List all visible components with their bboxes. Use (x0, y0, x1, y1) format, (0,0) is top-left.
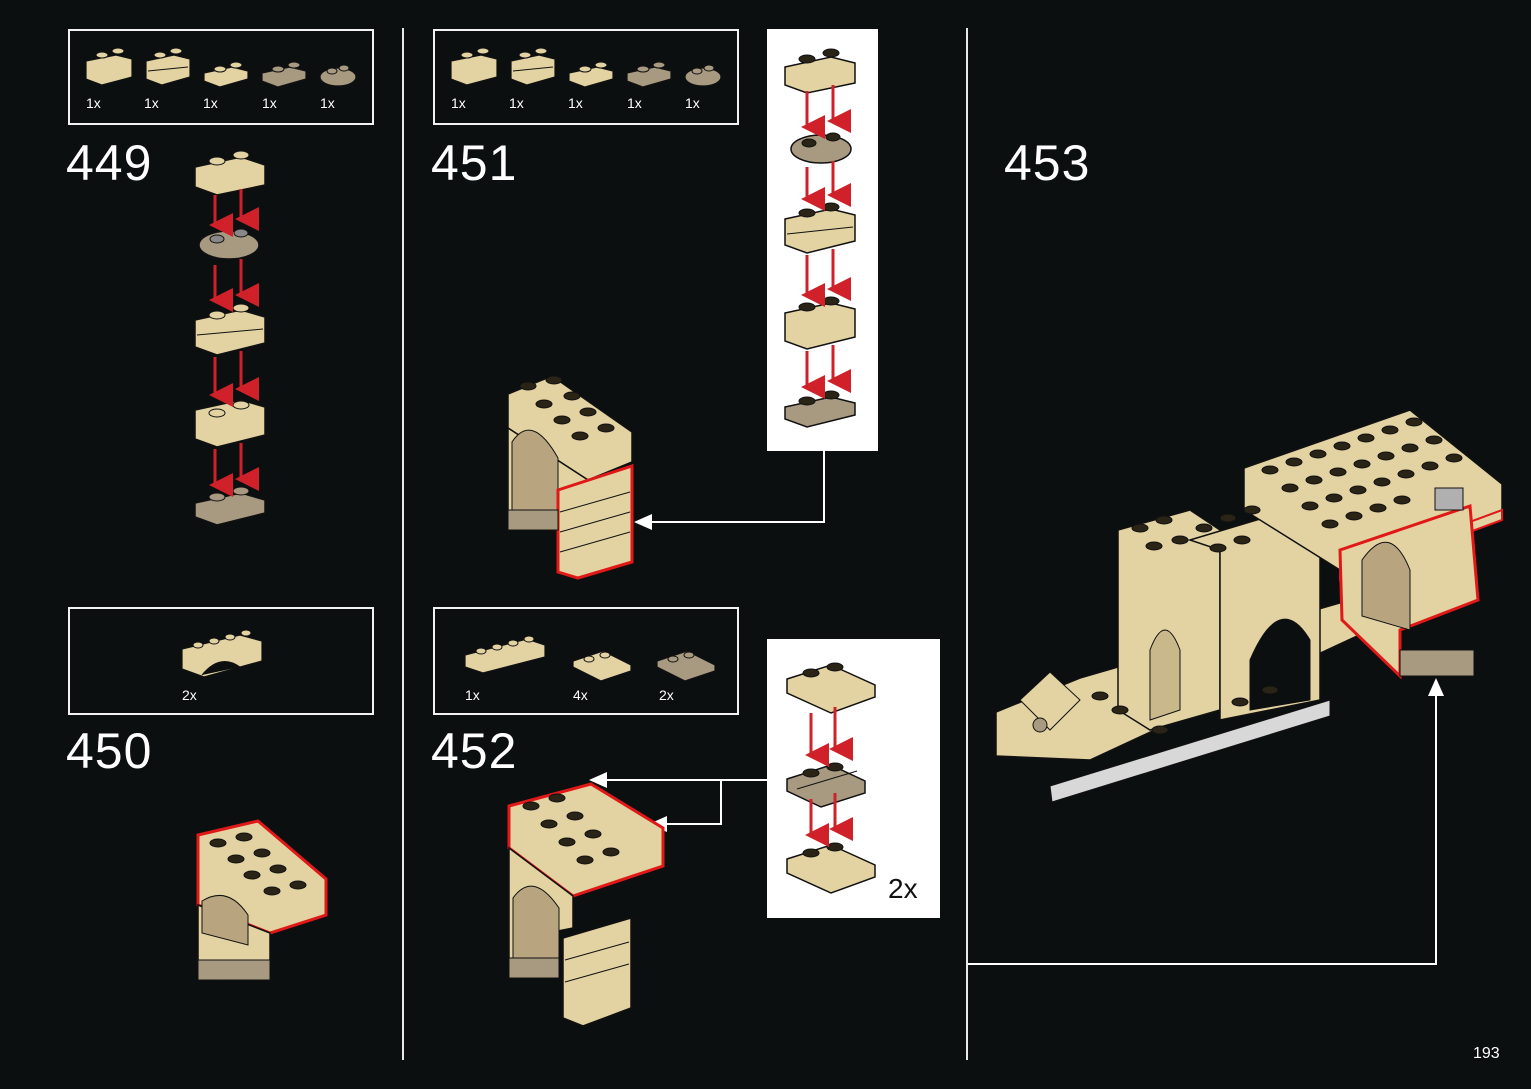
assembly-452 (507, 782, 665, 1027)
exploded-assembly-449 (194, 150, 266, 526)
tan-brick-1x2-icon (85, 47, 133, 86)
dark-tan-plate-round-1x2-icon (684, 64, 722, 87)
dark-tan-plate-round-1x2-icon (319, 64, 357, 87)
subassembly-451 (784, 48, 856, 428)
part-qty: 2x (659, 687, 674, 703)
tan-plate-1x4-icon (464, 635, 546, 674)
part-qty: 1x (86, 95, 101, 111)
tan-brick-1x2-with-groove-icon (145, 47, 191, 86)
dark-tan-plate-1x2-icon (261, 61, 307, 88)
step-number: 449 (66, 135, 153, 191)
subassembly-panel-452: 2x (767, 639, 940, 918)
parts-callout-449: 1x 1x 1x 1x 1x (68, 29, 374, 125)
part-qty: 1x (320, 95, 335, 111)
step-number: 452 (431, 723, 518, 779)
parts-callout-452: 1x 4x 2x (433, 607, 739, 715)
tan-brick-1x2-with-groove-icon (510, 47, 556, 86)
tan-plate-2x2-icon (572, 650, 632, 682)
part-qty: 2x (182, 687, 197, 703)
callout-arrow-453 (968, 678, 1444, 965)
page-number: 193 (1473, 1045, 1500, 1062)
subassembly-panel-451 (767, 29, 878, 451)
step-number: 453 (1004, 135, 1091, 191)
parts-icons-449 (85, 47, 357, 88)
parts-callout-451: 1x 1x 1x 1x 1x (433, 29, 739, 125)
parts-icons-450 (181, 629, 263, 678)
tan-plate-1x2-icon (568, 61, 614, 88)
part-qty: 1x (203, 95, 218, 111)
part-qty: 1x (568, 95, 583, 111)
column-divider-1 (402, 28, 404, 1060)
part-qty: 1x (144, 95, 159, 111)
part-qty: 1x (627, 95, 642, 111)
parts-icons-451 (450, 47, 722, 88)
assembly-453 (995, 409, 1503, 803)
tan-arch-1x4-icon (181, 629, 263, 678)
part-qty: 1x (509, 95, 524, 111)
dark-tan-plate-rail-2x2-icon (656, 650, 716, 682)
tan-brick-1x2-icon (450, 47, 498, 86)
callout-arrow-451 (634, 450, 825, 530)
part-qty: 1x (451, 95, 466, 111)
step-number: 450 (66, 723, 153, 779)
part-qty: 4x (573, 687, 588, 703)
subassembly-452 (786, 662, 876, 894)
part-qty: 1x (465, 687, 480, 703)
part-qty: 1x (685, 95, 700, 111)
column-divider-2 (966, 28, 968, 1060)
assembly-450 (196, 819, 328, 982)
parts-callout-450: 2x (68, 607, 374, 715)
part-qty: 1x (262, 95, 277, 111)
tan-plate-1x2-icon (203, 61, 249, 88)
assembly-451 (507, 375, 634, 580)
step-number: 451 (431, 135, 518, 191)
parts-icons-452 (464, 635, 716, 682)
subassembly-multiplier: 2x (888, 873, 918, 904)
dark-tan-plate-1x2-icon (626, 61, 672, 88)
